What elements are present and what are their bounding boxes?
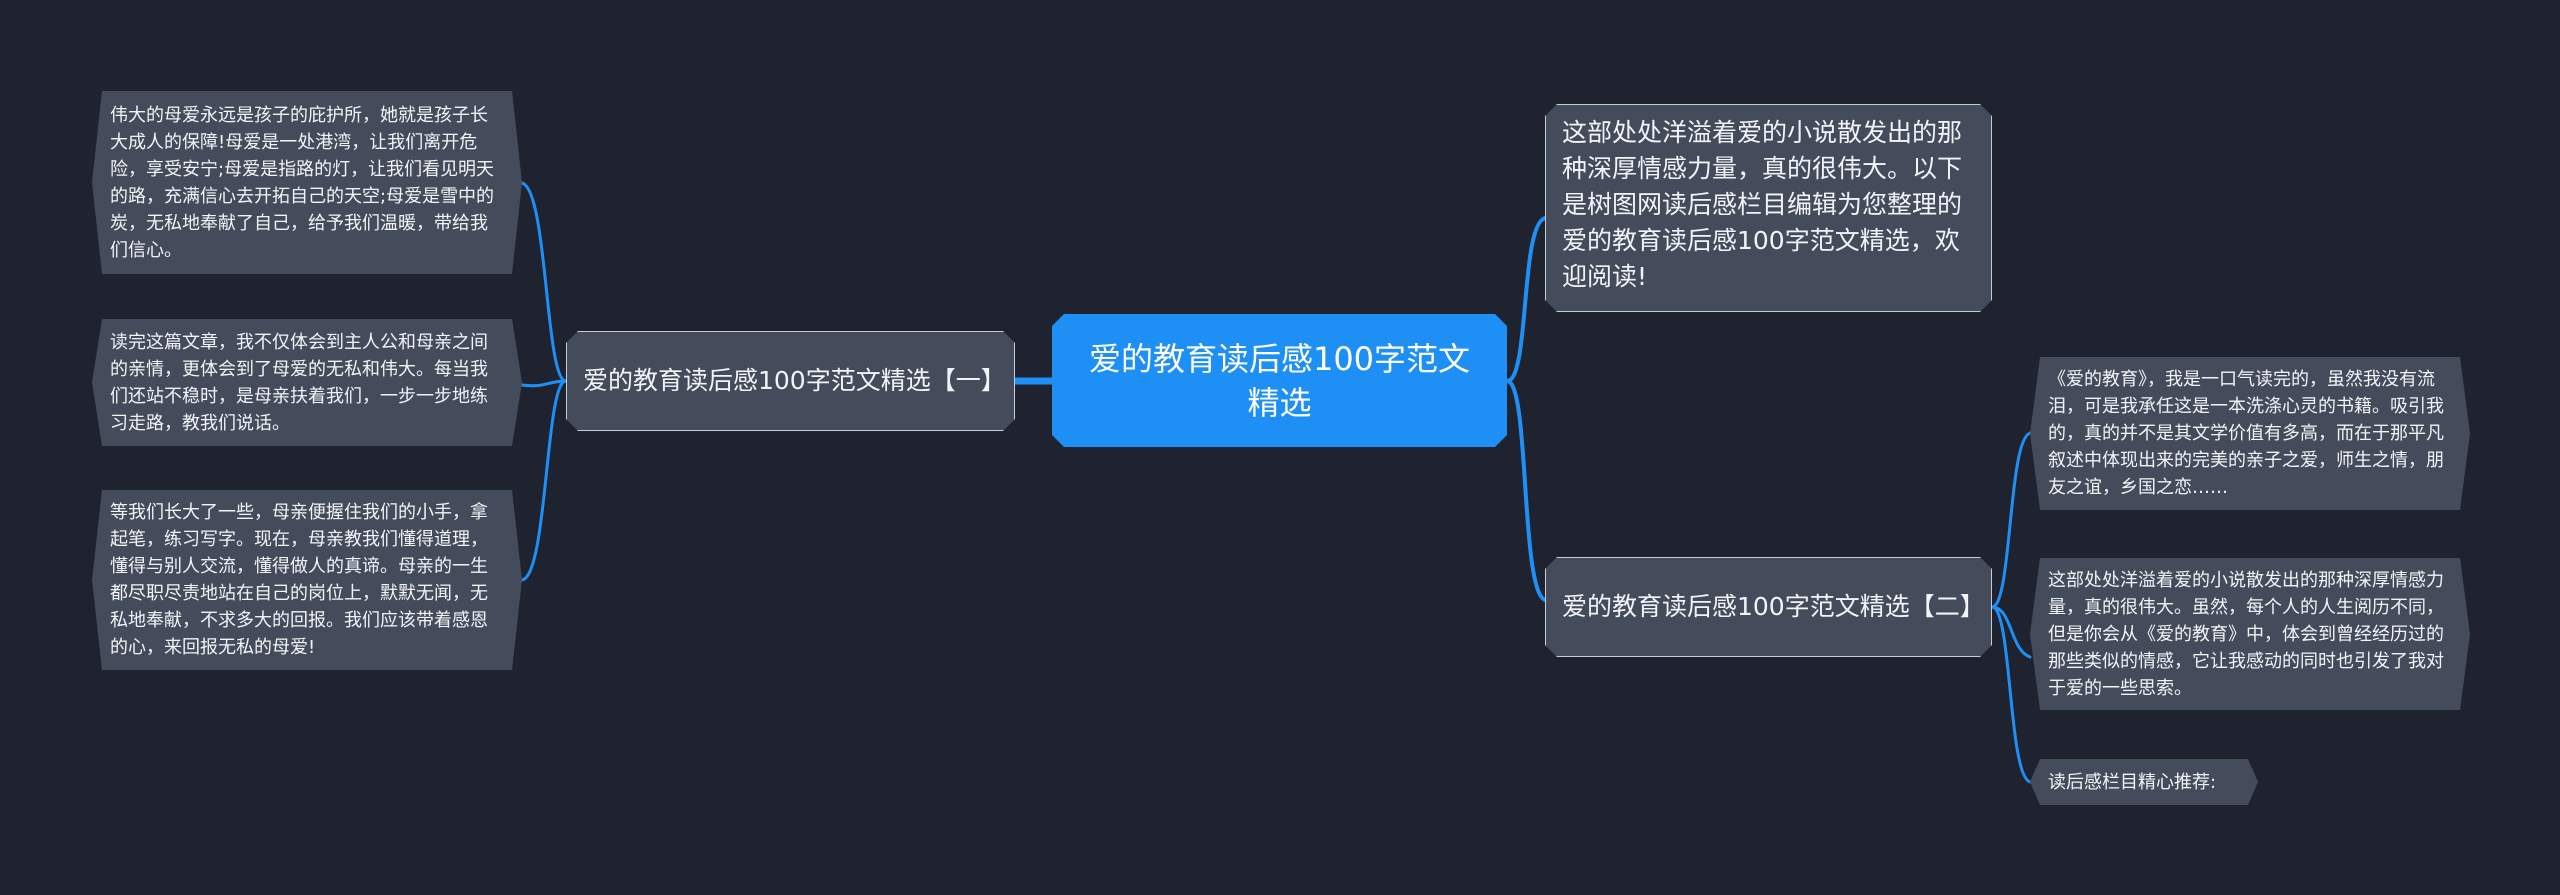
left-branch-title: 爱的教育读后感100字范文精选【一】: [583, 366, 1006, 395]
left-leaf-1[interactable]: 伟大的母爱永远是孩子的庇护所，她就是孩子长大成人的保障!母爱是一处港湾，让我们离…: [92, 91, 522, 274]
right-leaf-3-text: 读后感栏目精心推荐:: [2048, 771, 2217, 793]
connector-right-leaf-1: [1990, 431, 2032, 609]
connector-left-leaf-1: [520, 181, 568, 383]
right-branch-node[interactable]: 爱的教育读后感100字范文精选【二】: [1545, 557, 1992, 657]
left-leaf-2-text: 读完这篇文章，我不仅体会到主人公和母亲之间的亲情，更体会到了母爱的无私和伟大。每…: [110, 331, 488, 434]
left-leaf-3[interactable]: 等我们长大了一些，母亲便握住我们的小手，拿起笔，练习写字。现在，母亲教我们懂得道…: [92, 490, 522, 670]
connector-root-right: [1505, 379, 1547, 602]
connector-left-leaf-3: [520, 379, 568, 582]
intro-node[interactable]: 这部处处洋溢着爱的小说散发出的那种深厚情感力量，真的很伟大。以下是树图网读后感栏…: [1545, 104, 1992, 312]
connector-right-leaf-2: [1990, 605, 2032, 659]
right-leaf-2-text: 这部处处洋溢着爱的小说散发出的那种深厚情感力量，真的很伟大。虽然，每个人的人生阅…: [2048, 569, 2444, 699]
left-branch-node[interactable]: 爱的教育读后感100字范文精选【一】: [566, 331, 1015, 431]
left-leaf-3-text: 等我们长大了一些，母亲便握住我们的小手，拿起笔，练习写字。现在，母亲教我们懂得道…: [110, 502, 488, 658]
right-leaf-2[interactable]: 这部处处洋溢着爱的小说散发出的那种深厚情感力量，真的很伟大。虽然，每个人的人生阅…: [2030, 558, 2470, 710]
right-branch-title: 爱的教育读后感100字范文精选【二】: [1562, 592, 1985, 621]
right-leaf-1-text: 《爱的教育》，我是一口气读完的，虽然我没有流泪，可是我承任这是一本洗涤心灵的书籍…: [2048, 369, 2444, 498]
intro-text: 这部处处洋溢着爱的小说散发出的那种深厚情感力量，真的很伟大。以下是树图网读后感栏…: [1562, 118, 1963, 291]
right-leaf-3[interactable]: 读后感栏目精心推荐:: [2030, 759, 2258, 805]
root-node[interactable]: 爱的教育读后感100字范文精选: [1052, 314, 1507, 447]
root-title: 爱的教育读后感100字范文精选: [1088, 339, 1471, 422]
connector-right-leaf-3: [1990, 605, 2032, 784]
left-leaf-1-text: 伟大的母爱永远是孩子的庇护所，她就是孩子长大成人的保障!母爱是一处港湾，让我们离…: [110, 104, 495, 261]
connector-root-intro: [1505, 216, 1547, 383]
connector-left-leaf-2: [520, 379, 568, 388]
right-leaf-1[interactable]: 《爱的教育》，我是一口气读完的，虽然我没有流泪，可是我承任这是一本洗涤心灵的书籍…: [2030, 357, 2470, 510]
left-leaf-2[interactable]: 读完这篇文章，我不仅体会到主人公和母亲之间的亲情，更体会到了母爱的无私和伟大。每…: [92, 319, 522, 446]
